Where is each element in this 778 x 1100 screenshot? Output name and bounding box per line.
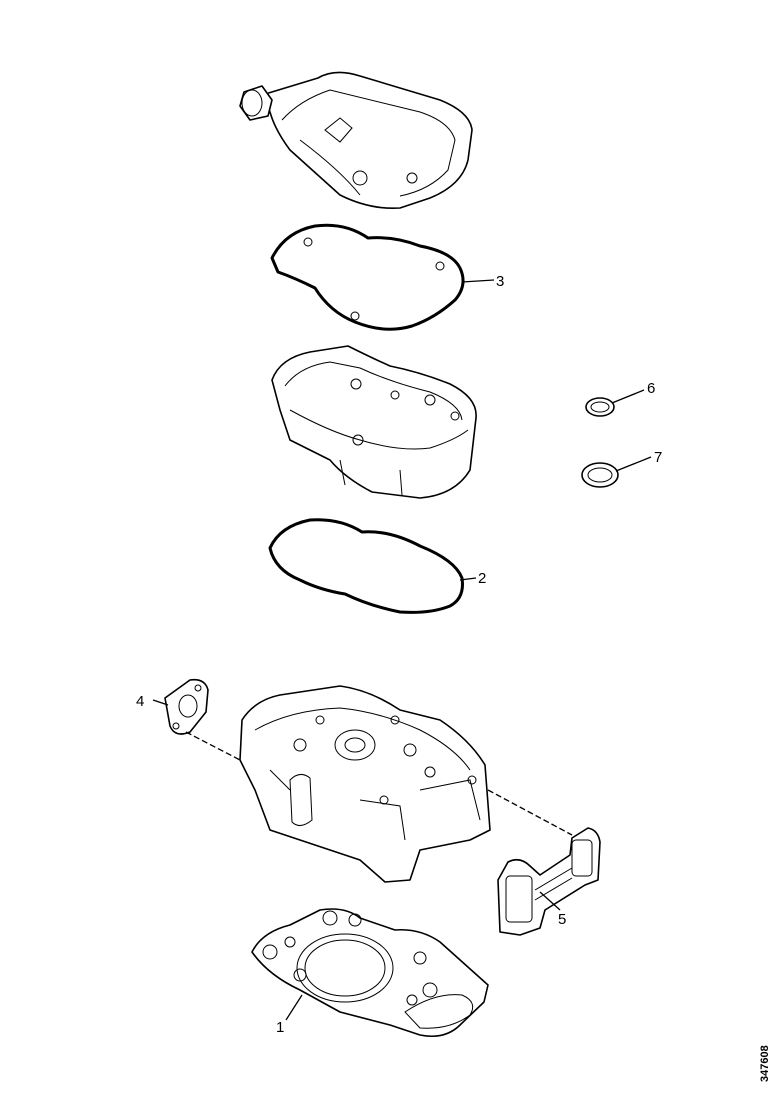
gasket-4	[164, 678, 209, 735]
callout-1: 1	[276, 1019, 284, 1036]
callout-4: 4	[136, 693, 144, 710]
leader-2	[459, 577, 477, 581]
ring-7	[581, 462, 619, 488]
leader-lines	[152, 279, 652, 1021]
leader-1	[285, 994, 303, 1021]
leader-3	[461, 279, 495, 283]
callout-6: 6	[647, 380, 655, 397]
callout-3: 3	[496, 273, 504, 290]
callout-7: 7	[654, 449, 662, 466]
gasket-2	[268, 518, 464, 614]
cylinder-head	[239, 685, 491, 883]
leader-4	[152, 699, 169, 706]
head-gasket-1	[251, 908, 489, 1038]
gasket-5	[497, 827, 601, 936]
leader-7	[615, 456, 652, 472]
connector-4	[185, 731, 241, 761]
leader-6	[611, 389, 645, 404]
gasket-3	[270, 223, 465, 331]
leader-5	[539, 891, 561, 911]
callout-5: 5	[558, 911, 566, 928]
callout-2: 2	[478, 570, 486, 587]
rocker-housing	[271, 345, 477, 499]
connector-5	[487, 789, 573, 836]
drawing-code: 347608	[759, 1045, 771, 1082]
valve-cover	[239, 71, 473, 210]
ring-6	[585, 397, 615, 417]
